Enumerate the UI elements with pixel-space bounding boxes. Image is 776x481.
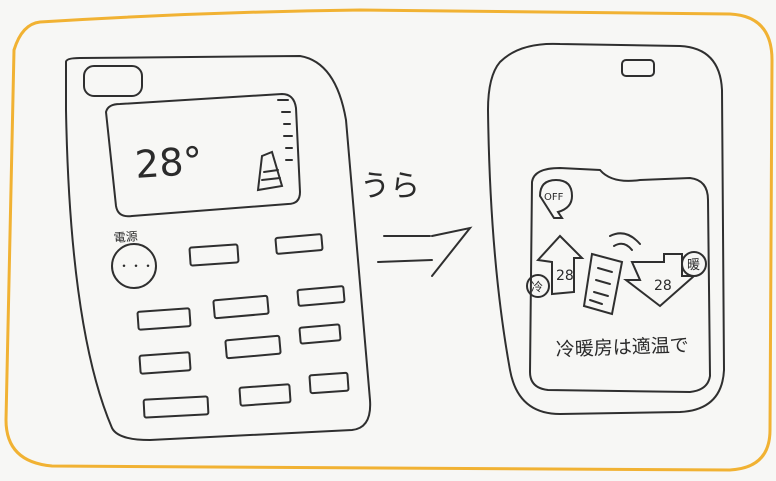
up-arrow-icon [538,236,582,294]
keypad-key [275,234,322,254]
power-button-dots: ・・・ [118,259,154,273]
back-label: うら [360,169,420,204]
wave-icon [610,233,640,250]
heat-badge: 暖 [687,258,700,273]
thermometer-icon [258,152,282,190]
off-label: OFF [544,192,564,203]
caption: 冷暖房は適温で [555,334,689,361]
left-phone-speaker [84,66,142,96]
left-temperature: 28° [134,138,204,187]
left-phone-body [66,56,370,440]
keypad-key [137,308,190,330]
display-ticks [278,100,292,160]
keypad-key [213,296,268,319]
transition-arrow [378,228,470,276]
cool-temp: 28 [654,278,672,294]
heat-temp: 28 [556,268,574,284]
cool-badge: 冷 [531,280,543,294]
left-phone [66,56,370,440]
keypad-key [297,286,344,306]
keypad-key [139,352,190,373]
keypad-key [189,244,238,265]
keypad-key [144,396,209,417]
remote-icon [584,254,622,314]
right-phone-slot [622,60,654,76]
keypad-key [299,324,340,343]
keypad-key [225,336,280,359]
keypad-key [239,384,290,405]
power-label: 電源 [113,229,138,245]
keypad-key [309,373,348,394]
keypad [137,234,348,418]
